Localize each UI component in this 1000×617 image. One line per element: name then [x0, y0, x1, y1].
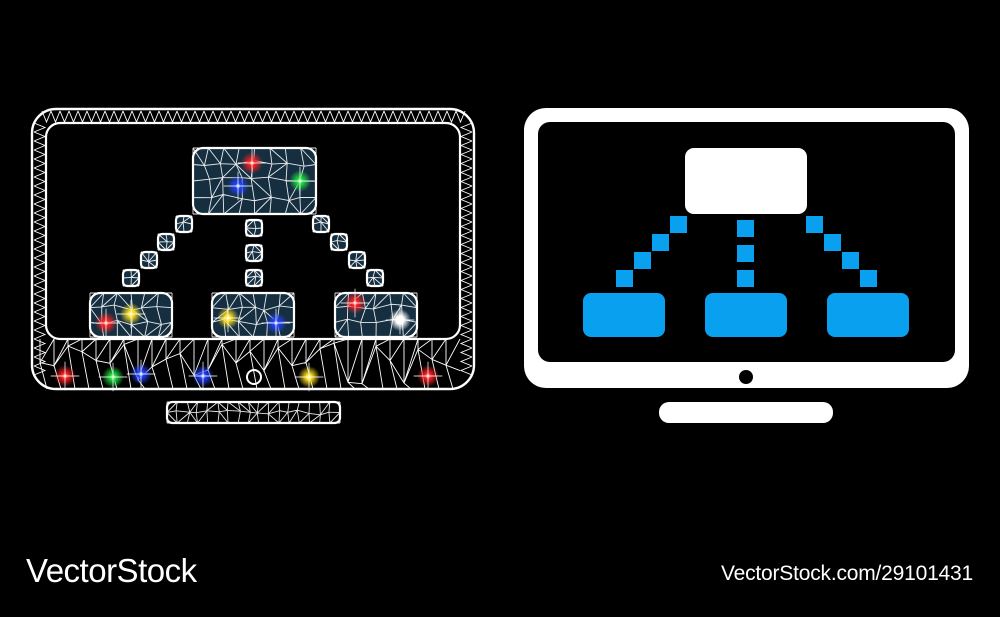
watermark-url: VectorStock.com/29101431: [720, 562, 973, 585]
hierarchy-root-node: [685, 148, 807, 214]
mesh-connector-square: [347, 250, 367, 270]
sparkle-yellow: [116, 299, 146, 329]
mesh-monitor-hierarchy-icon: [30, 107, 476, 425]
sparkle-red: [237, 148, 267, 178]
mesh-connector-square: [156, 232, 176, 252]
sparkle-green: [285, 166, 315, 196]
mesh-connector-square: [244, 243, 264, 263]
mesh-monitor-stand: [165, 400, 342, 425]
flat-monitor-hierarchy-icon: [524, 108, 969, 423]
sparkle-white: [385, 305, 415, 335]
sparkle-blue: [188, 361, 218, 391]
mesh-connector-square: [244, 218, 264, 238]
sparkle-red: [413, 361, 443, 391]
sparkle-green: [98, 362, 128, 392]
sparkle-blue: [261, 308, 291, 338]
hierarchy-child-node-center: [705, 293, 787, 337]
mesh-power-led-icon: [246, 369, 262, 385]
mesh-connector-square: [174, 214, 194, 234]
sparkle-blue: [223, 171, 253, 201]
sparkle-blue: [126, 359, 156, 389]
watermark-brand: VectorStock: [26, 552, 197, 589]
mesh-connector-square: [121, 268, 141, 288]
mesh-connector-square: [311, 214, 331, 234]
mesh-connector-square: [244, 268, 264, 288]
hierarchy-child-node-left: [583, 293, 665, 337]
sparkle-red: [340, 288, 370, 318]
sparkle-red: [91, 308, 121, 338]
sparkle-yellow: [213, 303, 243, 333]
power-led-icon: [739, 370, 753, 384]
hierarchy-connector-center: [737, 220, 754, 287]
hierarchy-child-node-right: [827, 293, 909, 337]
mesh-connector-square: [365, 268, 385, 288]
mesh-connector-square: [139, 250, 159, 270]
monitor-stand: [659, 402, 833, 423]
sparkle-red: [50, 361, 80, 391]
hierarchy-connector-left: [616, 216, 687, 287]
hierarchy-connector-right: [806, 216, 877, 287]
sparkle-yellow: [294, 362, 324, 392]
mesh-monitor-frame: [30, 107, 476, 391]
mesh-connector-square: [329, 232, 349, 252]
